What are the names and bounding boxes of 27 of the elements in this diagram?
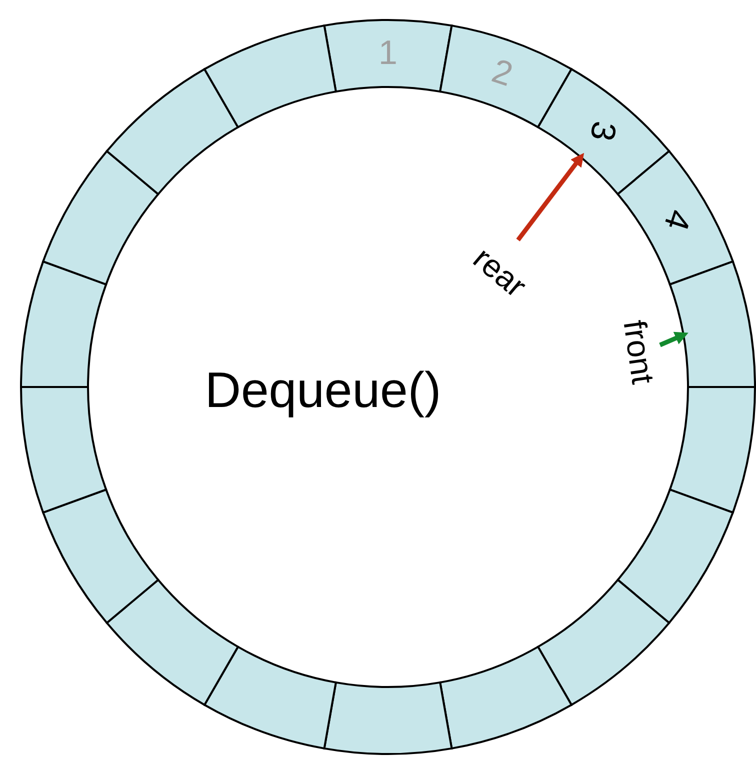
ring-slot [668, 386, 756, 514]
ring-slot [439, 646, 572, 750]
ring-slot [323, 19, 453, 93]
ring-slot [42, 488, 160, 624]
slot-number: 3 [582, 118, 625, 146]
ring-slot [439, 24, 572, 128]
ring-slot [537, 68, 670, 196]
slot-number: 1 [378, 32, 398, 74]
ring-slot [204, 24, 337, 128]
ring-slot [204, 646, 337, 750]
ring-slot [616, 150, 734, 286]
ring-slot [668, 260, 756, 388]
pointer-arrow [659, 332, 688, 348]
ring-slot [20, 260, 108, 388]
ring-slot [106, 68, 239, 196]
pointer-arrow [516, 152, 584, 242]
slot-number: 2 [486, 50, 518, 96]
ring-slot [42, 150, 160, 286]
pointer-label: front [618, 318, 660, 386]
ring-slot [20, 386, 108, 514]
ring-slot [616, 488, 734, 624]
slot-number: 4 [656, 204, 700, 238]
operation-label: Dequeue() [204, 365, 442, 415]
ring-slot [106, 578, 239, 706]
ring-slot [323, 681, 453, 755]
ring-slot [537, 578, 670, 706]
pointer-label: rear [468, 241, 532, 303]
